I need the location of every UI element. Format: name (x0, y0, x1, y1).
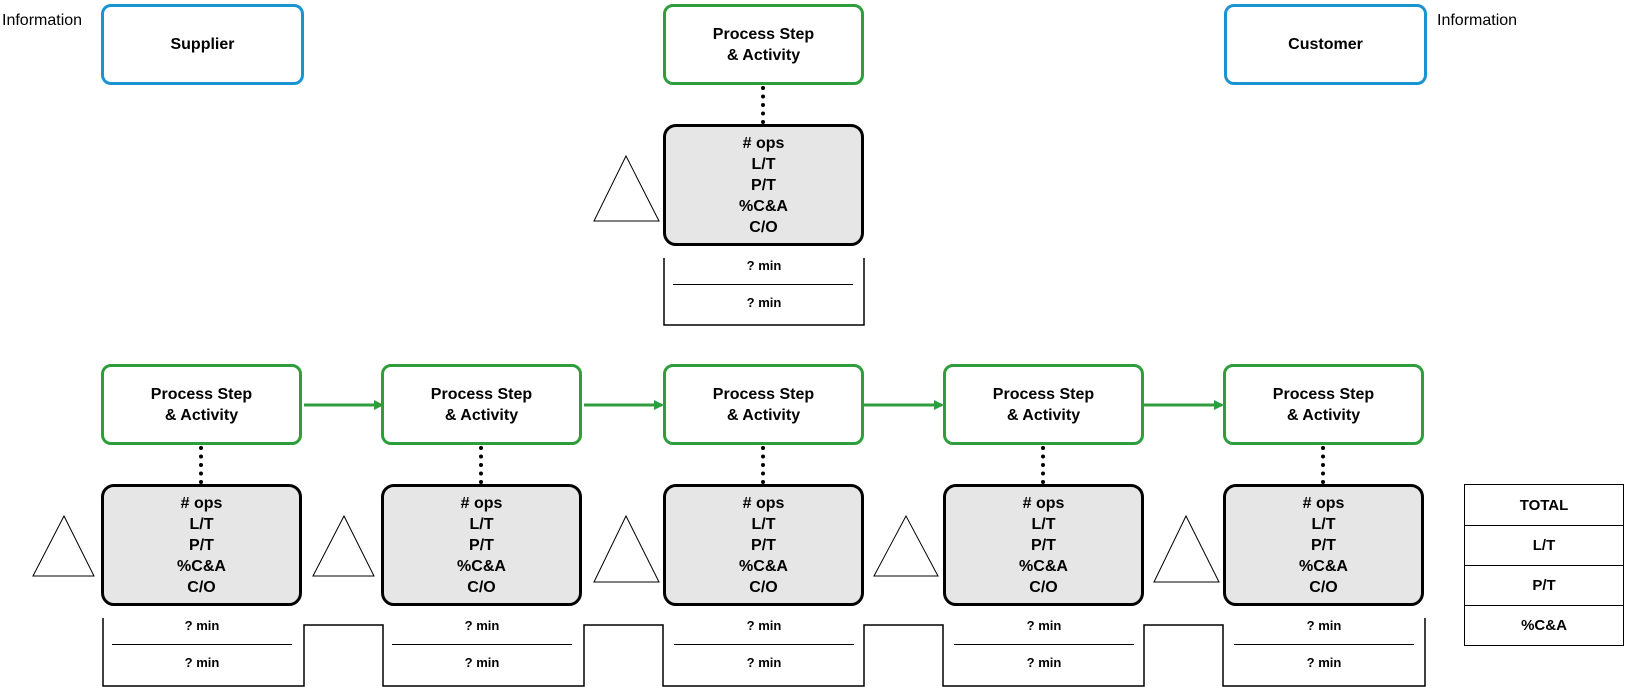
process-time-top-2: ? min (464, 618, 500, 633)
totals-table: TOTAL L/T P/T %C&A (1464, 484, 1624, 646)
metric-ops: # ops (742, 134, 785, 152)
metric-lead-time: L/T (751, 515, 776, 533)
top-process-title-line1: Process Step (712, 25, 815, 43)
process-time-bottom-4: ? min (1026, 655, 1062, 670)
metric-lead-time: L/T (1311, 515, 1336, 533)
inventory-triangle-4 (873, 514, 939, 577)
information-label-right: Information (1437, 12, 1518, 29)
metric-complete-accurate: %C&A (1299, 557, 1348, 575)
process-step-box-5: Process Step & Activity (1223, 364, 1424, 445)
process-title-line1: Process Step (712, 385, 815, 403)
process-time-separator-5 (1234, 644, 1414, 645)
customer-box: Customer (1224, 4, 1427, 85)
process-time-top-3: ? min (746, 618, 782, 633)
top-process-title-line2: & Activity (726, 46, 801, 64)
top-process-time-top: ? min (746, 258, 782, 273)
process-time-bottom-2: ? min (464, 655, 500, 670)
metric-process-time: P/T (189, 536, 214, 554)
supplier-box: Supplier (101, 4, 304, 85)
information-label-left: Information (2, 12, 83, 29)
process-title-line1: Process Step (430, 385, 533, 403)
process-time-separator-4 (954, 644, 1134, 645)
totals-lead-time: L/T (1465, 526, 1623, 566)
totals-complete-accurate: %C&A (1465, 606, 1623, 645)
top-process-data-box: # ops L/T P/T %C&A C/O (663, 124, 864, 246)
metric-changeover: C/O (749, 218, 778, 236)
metric-process-time: P/T (1031, 536, 1056, 554)
top-process-time-separator (673, 284, 853, 285)
process-step-box-4: Process Step & Activity (943, 364, 1144, 445)
metric-changeover: C/O (749, 578, 778, 596)
metric-lead-time: L/T (189, 515, 214, 533)
process-title-line2: & Activity (726, 406, 801, 424)
totals-process-time: P/T (1465, 566, 1623, 606)
metric-ops: # ops (742, 494, 785, 512)
top-process-step-box: Process Step & Activity (663, 4, 864, 85)
process-title-line1: Process Step (1272, 385, 1375, 403)
process-title-line1: Process Step (150, 385, 253, 403)
metric-lead-time: L/T (751, 155, 776, 173)
process-step-box-2: Process Step & Activity (381, 364, 582, 445)
process-time-bottom-5: ? min (1306, 655, 1342, 670)
metric-process-time: P/T (469, 536, 494, 554)
inventory-triangle-5 (1153, 514, 1220, 583)
inventory-triangle-1 (32, 514, 95, 577)
process-time-top-1: ? min (184, 618, 220, 633)
metric-ops: # ops (1302, 494, 1345, 512)
metric-lead-time: L/T (1031, 515, 1056, 533)
process-title-line2: & Activity (444, 406, 519, 424)
process-step-box-3: Process Step & Activity (663, 364, 864, 445)
totals-header: TOTAL (1465, 485, 1623, 526)
metric-process-time: P/T (751, 536, 776, 554)
process-time-separator-2 (392, 644, 572, 645)
process-time-bottom-3: ? min (746, 655, 782, 670)
process-time-top-4: ? min (1026, 618, 1062, 633)
metric-complete-accurate: %C&A (177, 557, 226, 575)
process-time-separator-3 (674, 644, 854, 645)
inventory-triangle-top (593, 154, 660, 222)
process-step-box-1: Process Step & Activity (101, 364, 302, 445)
metric-changeover: C/O (467, 578, 496, 596)
timeline-top (663, 258, 865, 326)
metric-complete-accurate: %C&A (457, 557, 506, 575)
metric-changeover: C/O (1309, 578, 1338, 596)
process-dotted-connector-4 (1041, 446, 1045, 484)
process-dotted-connector-5 (1321, 446, 1325, 484)
process-title-line2: & Activity (164, 406, 239, 424)
metric-changeover: C/O (187, 578, 216, 596)
metric-process-time: P/T (751, 176, 776, 194)
process-dotted-connector-3 (761, 446, 765, 484)
metric-complete-accurate: %C&A (739, 197, 788, 215)
inventory-triangle-3 (593, 514, 660, 583)
top-process-time-bottom: ? min (746, 295, 782, 310)
metric-complete-accurate: %C&A (739, 557, 788, 575)
top-process-dotted-connector (761, 86, 765, 124)
process-dotted-connector-2 (479, 446, 483, 484)
metric-process-time: P/T (1311, 536, 1336, 554)
metric-ops: # ops (180, 494, 223, 512)
metric-ops: # ops (1022, 494, 1065, 512)
metric-complete-accurate: %C&A (1019, 557, 1068, 575)
metric-lead-time: L/T (469, 515, 494, 533)
process-title-line1: Process Step (992, 385, 1095, 403)
timeline-bottom (102, 618, 1426, 687)
inventory-triangle-2 (312, 514, 375, 577)
process-time-bottom-1: ? min (184, 655, 220, 670)
process-time-top-5: ? min (1306, 618, 1342, 633)
process-title-line2: & Activity (1006, 406, 1081, 424)
process-time-separator-1 (112, 644, 292, 645)
metric-ops: # ops (460, 494, 503, 512)
metric-changeover: C/O (1029, 578, 1058, 596)
process-dotted-connector-1 (199, 446, 203, 484)
process-title-line2: & Activity (1286, 406, 1361, 424)
